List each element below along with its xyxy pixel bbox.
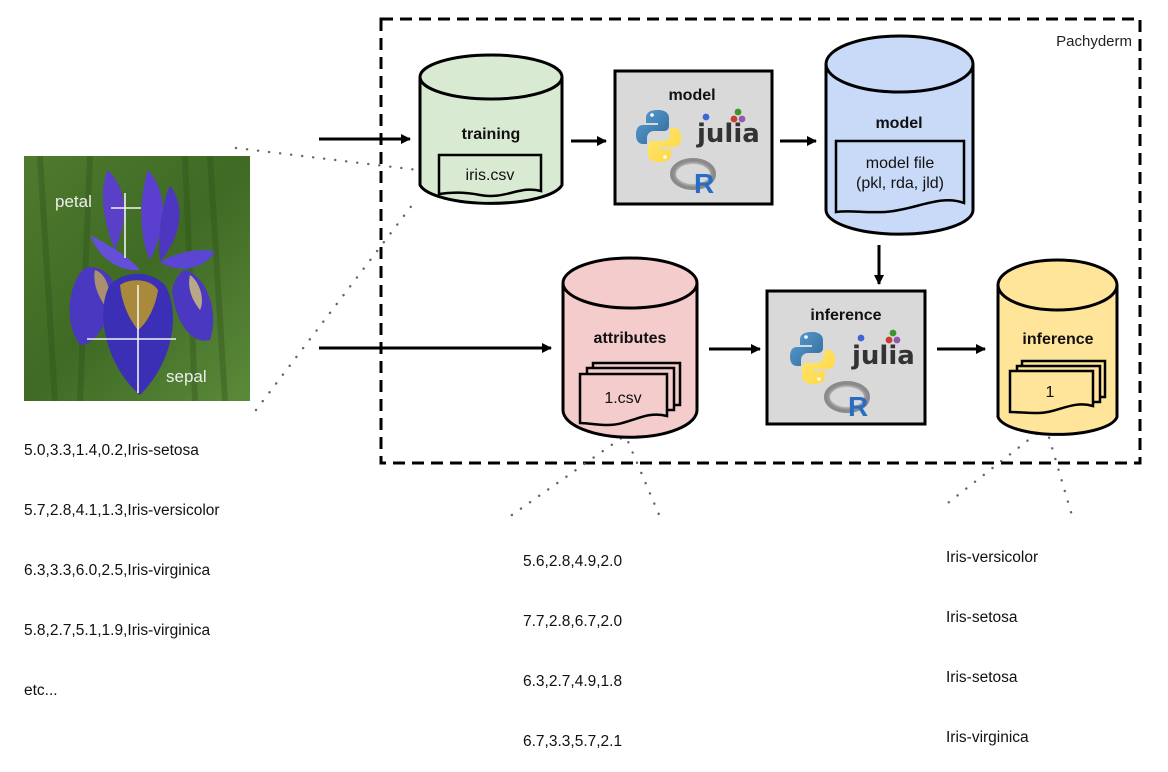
inference-result-line: Iris-setosa: [946, 609, 1018, 626]
model-file-label: model file: [866, 155, 935, 172]
svg-text:R: R: [848, 391, 868, 422]
inference-result-file-stack[interactable]: 1: [1008, 359, 1107, 415]
1-csv-file-stack[interactable]: 1.csv: [578, 361, 682, 427]
iris-csv-label: iris.csv: [466, 167, 515, 184]
inference-result-line: Iris-virginica: [946, 729, 1029, 746]
model-file[interactable]: model file (pkl, rda, jld): [834, 139, 966, 214]
attribute-sample-line: 7.7,2.8,6.7,2.0: [523, 613, 623, 630]
training-repo[interactable]: training iris.csv: [418, 53, 564, 205]
svg-text:R: R: [694, 168, 714, 199]
attributes-repo-title: attributes: [594, 330, 667, 347]
r-logo-icon: R: [824, 381, 870, 422]
model-pipeline-title: model: [668, 87, 715, 104]
pipeline-diagram: Pachyderm petal sepal: [24, 17, 1142, 521]
training-data-sample: 5.0,3.3,1.4,0.2,Iris-setosa 5.7,2.8,4.1,…: [24, 401, 220, 721]
inference-results: Iris-versicolor Iris-setosa Iris-setosa …: [946, 508, 1038, 768]
attributes-repo[interactable]: attributes 1.csv: [561, 256, 699, 439]
svg-text:julia: julia: [696, 119, 760, 149]
iris-flower-image: petal sepal: [24, 155, 250, 402]
inference-repo-title: inference: [1022, 331, 1093, 348]
inference-result-line: Iris-versicolor: [946, 549, 1039, 566]
julia-logo-icon: julia: [696, 119, 760, 149]
r-logo-icon: R: [670, 158, 716, 199]
model-repo[interactable]: model model file (pkl, rda, jld): [824, 34, 975, 236]
attribute-sample-line: 6.7,3.3,5.7,2.1: [523, 733, 623, 750]
pachyderm-boundary: [379, 17, 1142, 465]
model-pipeline[interactable]: model julia R: [613, 69, 774, 206]
attribute-sample-line: 5.6,2.8,4.9,2.0: [523, 553, 623, 570]
attribute-samples: 5.6,2.8,4.9,2.0 7.7,2.8,6.7,2.0 6.3,2.7,…: [523, 512, 622, 772]
training-data-line: 5.7,2.8,4.1,1.3,Iris-versicolor: [24, 502, 220, 519]
model-repo-title: model: [875, 115, 922, 132]
training-data-line: etc...: [24, 682, 58, 699]
svg-text:julia: julia: [851, 341, 915, 371]
inference-file-label: 1: [1046, 384, 1055, 401]
1-csv-label: 1.csv: [604, 390, 641, 407]
petal-label: petal: [55, 192, 92, 211]
training-data-line: 5.0,3.3,1.4,0.2,Iris-setosa: [24, 442, 199, 459]
dotted-connectors: [234, 146, 1075, 521]
julia-logo-icon: julia: [851, 341, 915, 371]
model-file-formats: (pkl, rda, jld): [856, 175, 944, 192]
iris-csv-file[interactable]: iris.csv: [437, 153, 543, 198]
training-data-line: 6.3,3.3,6.0,2.5,Iris-virginica: [24, 562, 211, 579]
inference-pipeline[interactable]: inference julia R: [765, 289, 927, 426]
sepal-label: sepal: [166, 367, 207, 386]
pachyderm-label: Pachyderm: [1056, 33, 1132, 50]
training-repo-title: training: [462, 126, 521, 143]
inference-repo[interactable]: inference 1: [996, 258, 1119, 436]
training-data-line: 5.8,2.7,5.1,1.9,Iris-virginica: [24, 622, 211, 639]
attribute-sample-line: 6.3,2.7,4.9,1.8: [523, 673, 623, 690]
inference-pipeline-title: inference: [810, 307, 881, 324]
inference-result-line: Iris-setosa: [946, 669, 1018, 686]
